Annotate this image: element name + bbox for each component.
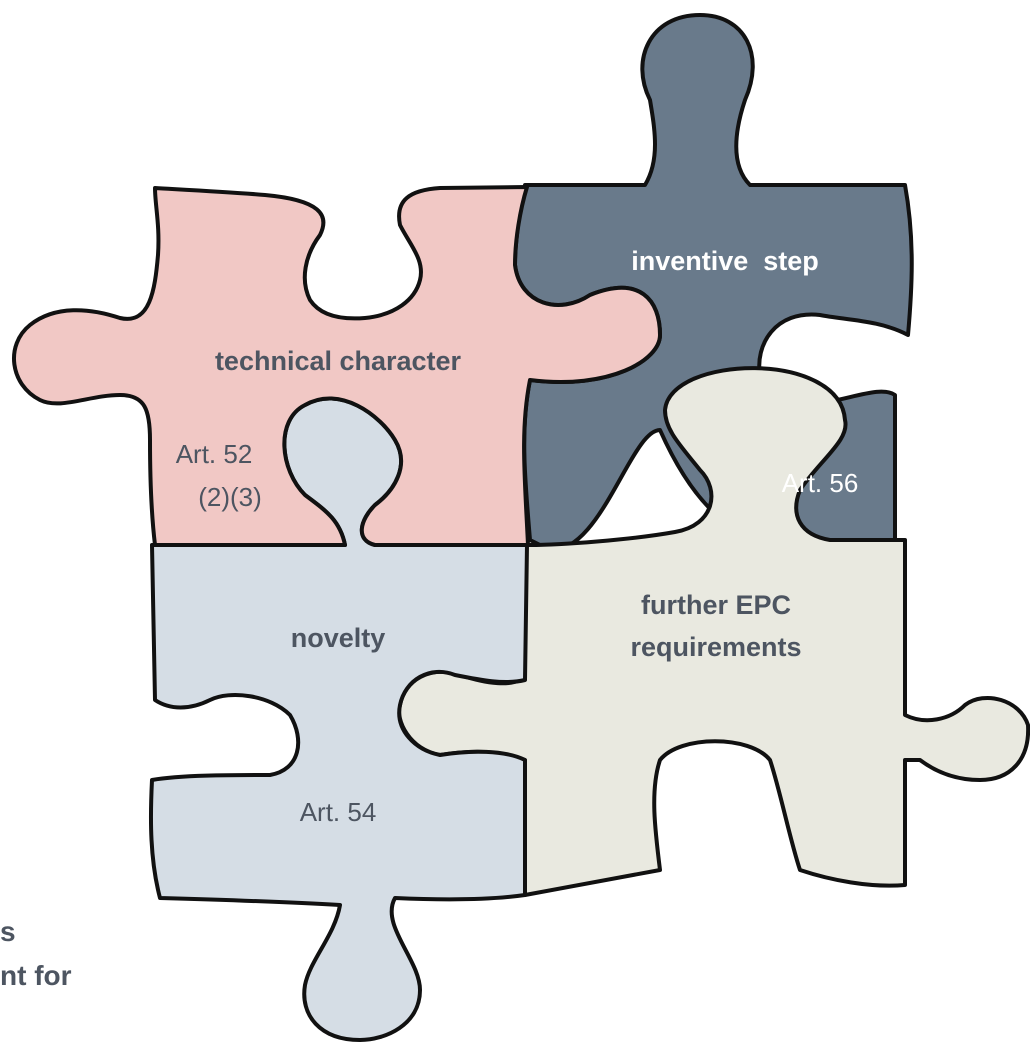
cropped-side-text-line2: nt for [0,960,72,991]
novelty-ref: Art. 54 [300,797,377,827]
cropped-side-text-line1: s [0,916,16,947]
further-requirements-title-line1: further EPC [641,590,791,620]
inventive-step-title: inventive step [631,246,819,276]
technical-character-ref-line2: (2)(3) [198,482,262,512]
novelty-title: novelty [291,623,386,653]
further-requirements-title-line2: requirements [630,632,801,662]
piece-technical-character [12,185,662,547]
technical-character-ref-line1: Art. 52 [176,439,253,469]
technical-character-title: technical character [215,346,462,376]
inventive-step-ref: Art. 56 [782,468,859,498]
